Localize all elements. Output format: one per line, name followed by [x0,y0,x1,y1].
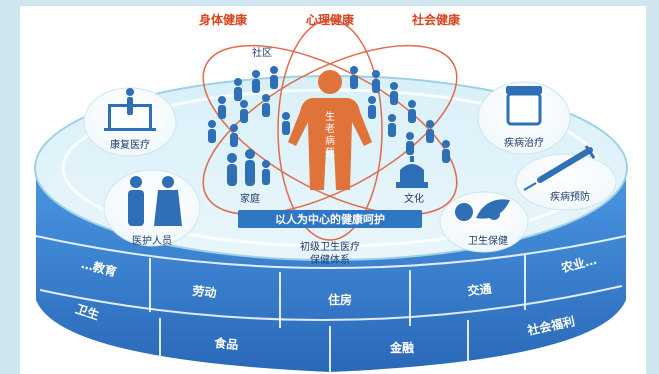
label-prevention: 疾病预防 [550,190,590,203]
person-icon [350,66,358,89]
core-banner-text: 以人为中心的健康呵护 [275,212,385,226]
person-icon [372,70,380,93]
figure-char: 病 [325,134,335,147]
medicine-bottle-icon [506,86,542,126]
sector-labor: 劳动 [192,283,217,300]
wheelchair-walker-icon [104,88,156,131]
temple-icon [396,156,428,188]
label-treatment: 疾病治疗 [504,136,544,149]
figure-char: 死 [325,148,335,159]
person-icon [218,96,226,119]
sector-housing: 住房 [328,292,352,307]
person-icon [368,96,376,119]
figure-char: 生 [325,110,335,123]
community-people [208,66,450,163]
label-medical-staff: 医护人员 [132,234,172,247]
person-icon [282,112,290,135]
core-banner [238,210,422,228]
person-icon [388,114,396,137]
person-icon [426,120,434,143]
label-primary-system-line2: 保健体系 [310,253,350,266]
person-icon [442,140,450,163]
sector-finance: 金融 [389,340,414,355]
prevention-card [515,153,617,211]
medical-staff-card [103,169,201,247]
person-icon [408,100,416,123]
label-health-care: 卫生保健 [468,234,508,247]
person-icon [270,66,278,89]
family-icon [227,149,270,186]
person-icon [230,124,238,147]
label-primary-system-line1: 初级卫生医疗 [300,240,360,253]
person-icon [262,94,270,117]
person-icon [406,132,414,155]
doctor-nurse-icon [128,176,182,226]
central-person-figure [288,70,372,190]
figure-char: 老 [325,122,335,135]
atom-orbit-icon [202,19,458,241]
label-rehab: 康复医疗 [110,138,150,151]
person-icon [240,100,248,123]
label-social-health: 社会健康 [411,12,461,27]
person-icon [234,78,242,101]
label-family: 家庭 [240,192,260,205]
label-community: 社区 [252,46,272,59]
vegetables-icon [455,199,510,221]
label-mental-health: 心理健康 [306,12,355,27]
sector-food: 食品 [213,335,239,352]
person-icon [252,70,260,93]
person-icon [390,82,398,105]
sector-health: 卫生 [74,301,101,323]
syringe-icon [523,145,596,191]
person-icon [208,120,216,143]
label-culture: 文化 [404,192,424,205]
label-physical-health: 身体健康 [199,12,248,27]
sector-transport: 交通 [467,281,492,298]
